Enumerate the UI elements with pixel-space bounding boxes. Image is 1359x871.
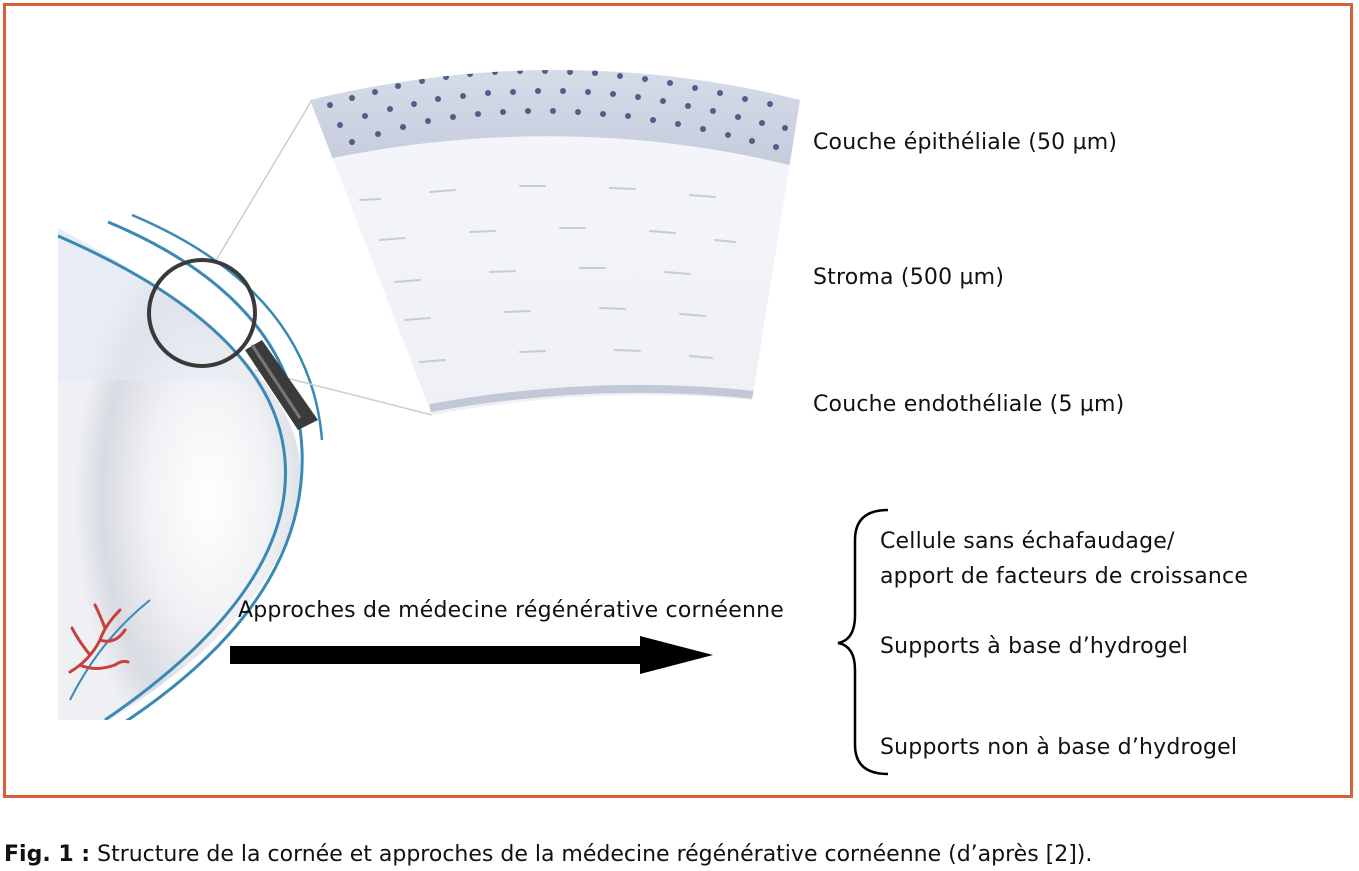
caption-prefix: Fig. 1 : (4, 842, 91, 867)
magnifier-icon (147, 258, 318, 430)
label-epithelial-layer: Couche épithéliale (50 µm) (813, 130, 1118, 155)
label-endothelial-layer: Couche endothéliale (5 µm) (813, 392, 1125, 417)
figure-caption: Fig. 1 : Structure de la cornée et appro… (4, 842, 1092, 867)
arrow-icon (230, 636, 713, 674)
curly-brace-icon (837, 508, 889, 776)
stroma-fibers (359, 185, 736, 363)
cornea-outer-line (57, 234, 287, 720)
arrow-label: Approches de médecine régénérative corné… (238, 598, 785, 623)
approach-non-hydrogel: Supports non à base d’hydrogel (880, 735, 1238, 760)
cornea-tissue-section (310, 70, 800, 415)
cornea-inner-line (107, 220, 304, 720)
approach-scaffold-free-line2: apport de facteurs de croissance (880, 564, 1249, 589)
label-stroma: Stroma (500 µm) (813, 265, 1005, 290)
endothelial-band (429, 384, 756, 412)
caption-text: Structure de la cornée et approches de l… (90, 842, 1093, 867)
approach-scaffold-free-line1: Cellule sans échafaudage/ (880, 529, 1175, 554)
approach-hydrogel: Supports à base d’hydrogel (880, 634, 1189, 659)
blood-vessel-icon (68, 603, 130, 674)
